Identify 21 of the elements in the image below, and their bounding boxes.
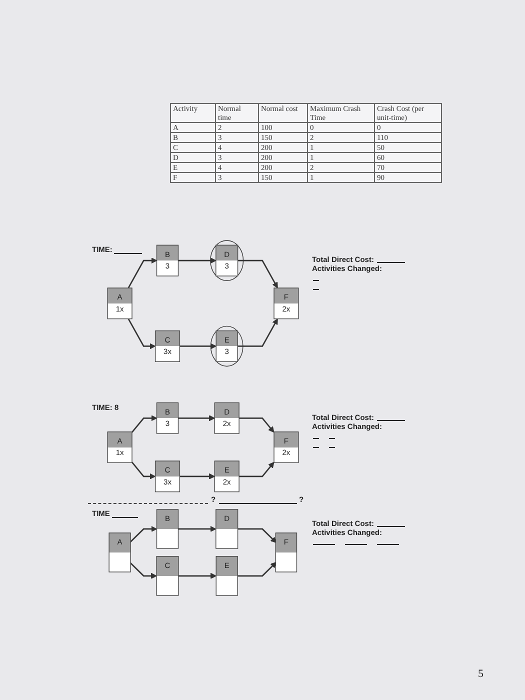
arrow <box>180 343 216 350</box>
arrow <box>239 462 274 478</box>
arrow <box>238 528 277 543</box>
arrow <box>178 572 216 579</box>
arrow <box>131 462 156 480</box>
arrow <box>238 260 278 288</box>
arrow <box>128 318 156 350</box>
arrow <box>129 526 158 544</box>
arrow <box>239 417 274 433</box>
arrow <box>128 258 158 288</box>
arrow <box>178 526 216 532</box>
ellipse-outline <box>210 326 244 367</box>
arrow <box>129 562 157 579</box>
arrow <box>178 415 215 422</box>
arrow <box>131 415 158 433</box>
arrow <box>178 258 216 264</box>
arrow <box>180 473 215 480</box>
ellipse-outline <box>210 240 244 281</box>
arrow <box>238 562 277 577</box>
page-number: 5 <box>478 668 484 680</box>
arrow <box>238 318 278 347</box>
